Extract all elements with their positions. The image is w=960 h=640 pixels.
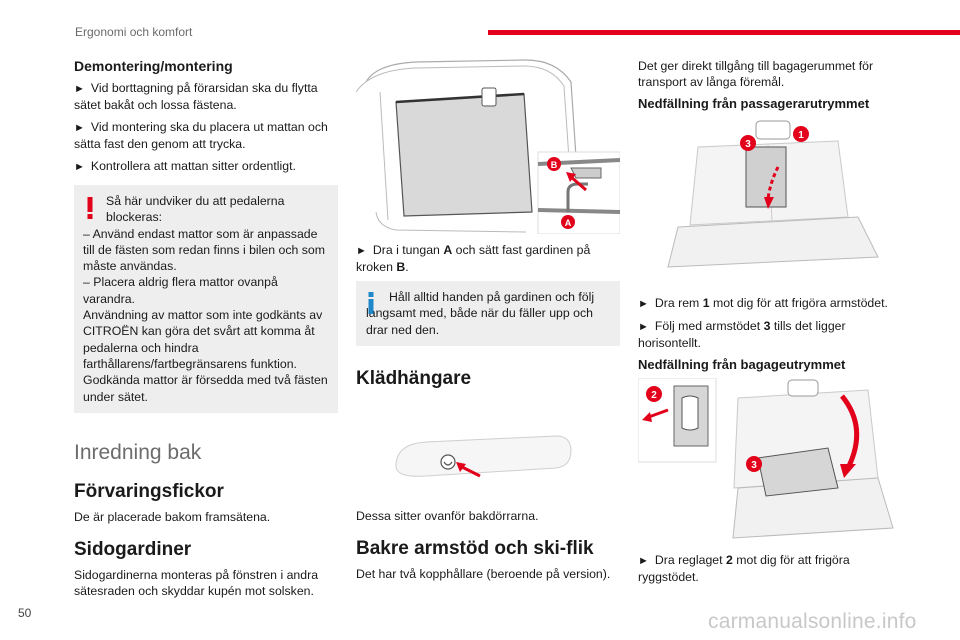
step-armrest-1-pre: Dra rem [654,296,703,310]
warning-line-5: Godkända mattor är försedda med två fäst… [83,373,328,404]
heading-pockets: Förvaringsfickor [74,480,224,502]
step-armrest-1: Dra rem 1 mot dig för att frigöra armstö… [638,295,898,312]
info-text: Håll alltid handen på gardinen och följ … [366,290,595,337]
text-pockets: De är placerade bakom framsätena. [74,509,271,524]
column-1: Demontering/montering Vid borttagning på… [74,52,338,605]
header-accent-bar [488,30,960,35]
label-a: A [565,218,572,228]
warning-line-2: – Använd endast mattor som är anpassade … [83,226,325,274]
armrest-passenger-illustration: 1 3 [667,120,888,277]
step-armrest-2-pre: Följ med armstödet [654,319,764,333]
column-3: Det ger direkt tillgång till bagagerumme… [637,52,898,591]
warning-line-4: Användning av mattor som inte godkänts a… [83,308,323,371]
step-sunshade: Dra i tungan A och sätt fast gardinen på… [356,242,620,275]
step-boot-pre: Dra reglaget [654,553,726,567]
step-armrest-1-num: 1 [702,296,710,310]
step-boot: Dra reglaget 2 mot dig för att frigöra r… [638,552,898,585]
section-title: Inredning bak [74,440,202,464]
figure-hanger [356,396,620,508]
figure-sunshade: B A [355,52,621,235]
step-2: Vid montering ska du placera ut mattan o… [74,119,338,152]
label-3b: 3 [751,460,757,471]
page-number: 50 [18,606,32,620]
column-2: B A Dra i tungan A och sätt fast gardine… [355,52,621,588]
heading-demontering: Demontering/montering [74,58,233,74]
heading-passenger: Nedfällning från passagerarutrymmet [638,96,870,111]
label-2: 2 [651,390,657,401]
text-curtains: Sidogardinerna monteras på fönstren i an… [74,567,319,598]
step-boot-num: 2 [725,553,733,567]
step-armrest-2: Följ med armstödet 3 tills det ligger ho… [638,318,898,351]
info-icon [368,292,374,314]
text-hanger: Dessa sitter ovanför bakdörrarna. [356,508,539,523]
step-1: Vid borttagning på förarsidan ska du fly… [74,80,338,113]
heading-curtains: Sidogardiner [74,538,192,560]
warning-box: Så här undviker du att pedalerna blocker… [74,185,338,413]
heading-armrest: Bakre armstöd och ski-flik [356,537,594,559]
step-sunshade-mid: och sätt fast gardinen på kroken [356,243,591,274]
step-armrest-2-post: tills det ligger horisontellt. [638,319,846,350]
step-boot-post: mot dig för att frigöra ryggstödet. [638,553,850,584]
step-sunshade-a: A [443,243,453,257]
text-armrest: Det har två kopphållare (beroende på ver… [356,566,611,581]
label-3: 3 [745,139,751,150]
text-intro: Det ger direkt tillgång till bagagerumme… [638,59,874,89]
step-sunshade-pre: Dra i tungan [356,243,443,257]
figure-boot: 2 3 [637,377,898,540]
watermark: carmanualsonline.info [708,610,917,633]
step-3: Kontrollera att mattan sitter ordentligt… [74,158,338,175]
step-sunshade-b: B [396,260,406,274]
sunshade-illustration: B A [355,59,621,235]
heading-hanger: Klädhängare [356,367,472,389]
step-armrest-1-post: mot dig för att frigöra armstödet. [709,296,888,310]
exclamation-icon [87,197,93,219]
figure-armrest-passenger: 1 3 [638,117,898,287]
warning-line-3: – Placera aldrig flera mattor ovanpå var… [83,275,278,306]
boot-illustration: 2 3 [637,377,894,539]
heading-boot: Nedfällning från bagageutrymmet [638,357,846,372]
info-box: Håll alltid handen på gardinen och följ … [356,281,620,346]
warning-line-1: Så här undviker du att pedalerna blocker… [106,194,285,225]
step-armrest-2-num: 3 [763,319,771,333]
step-sunshade-post: . [405,260,409,274]
hanger-illustration [395,435,572,478]
label-b: B [551,160,558,170]
header-title: Ergonomi och komfort [75,25,193,39]
label-1: 1 [798,130,804,141]
